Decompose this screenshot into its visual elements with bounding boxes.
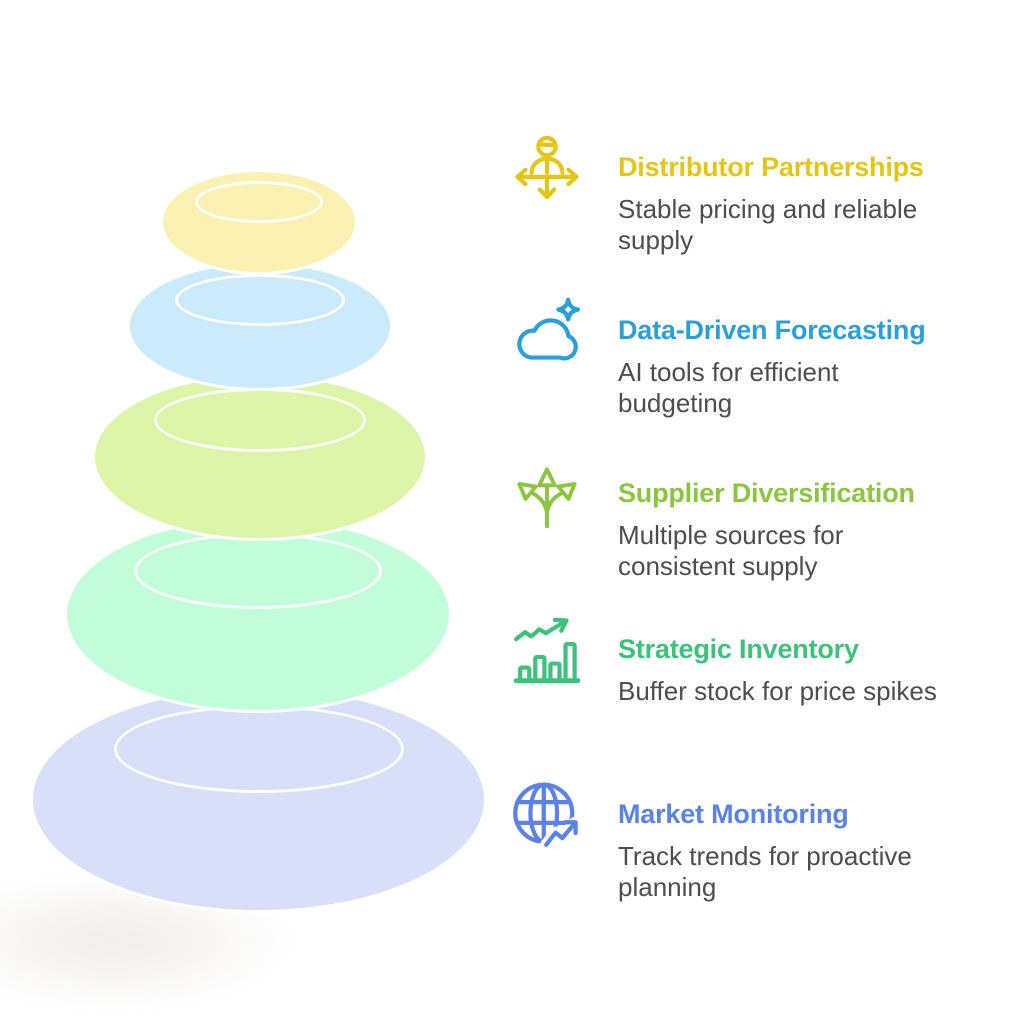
legend-text: Supplier Diversification Multiple source… [618, 456, 915, 582]
legend-item-strategic-inventory: Strategic Inventory Buffer stock for pri… [506, 612, 1018, 707]
legend-description: AI tools for efficient budgeting [618, 357, 839, 418]
stone-inner-ring [113, 705, 404, 793]
legend-title: Data-Driven Forecasting [618, 315, 926, 345]
legend-item-data-driven-forecasting: Data-Driven Forecasting AI tools for eff… [506, 293, 1018, 419]
legend-text: Distributor Partnerships Stable pricing … [618, 130, 924, 256]
stone-data-driven-forecasting [127, 261, 393, 391]
legend-description: Track trends for proactive planning [618, 841, 912, 902]
globe-trend-icon [506, 777, 588, 859]
legend-item-market-monitoring: Market Monitoring Track trends for proac… [506, 777, 1018, 903]
legend-text: Market Monitoring Track trends for proac… [618, 777, 912, 903]
stone-inner-ring [195, 181, 323, 223]
branching-arrows-icon [506, 456, 588, 538]
legend-title: Strategic Inventory [618, 634, 859, 664]
stone-market-monitoring [30, 686, 487, 913]
person-distribution-icon [506, 130, 588, 212]
pebble-stack [30, 169, 487, 913]
legend-item-supplier-diversification: Supplier Diversification Multiple source… [506, 456, 1018, 582]
stone-strategic-inventory [64, 516, 452, 713]
legend-item-distributor-partnerships: Distributor Partnerships Stable pricing … [506, 130, 1018, 256]
legend-description: Buffer stock for price spikes [618, 676, 937, 706]
legend-title: Market Monitoring [618, 799, 849, 829]
cloud-sparkle-icon [506, 293, 588, 375]
legend-title: Distributor Partnerships [618, 152, 924, 182]
stone-inner-ring [134, 533, 382, 609]
legend-title: Supplier Diversification [618, 478, 915, 508]
stone-distributor-partnerships [160, 169, 358, 275]
stone-inner-ring [154, 388, 366, 452]
stone-supplier-diversification [92, 373, 428, 541]
legend-text: Data-Driven Forecasting AI tools for eff… [618, 293, 926, 419]
legend-text: Strategic Inventory Buffer stock for pri… [618, 612, 937, 707]
bar-chart-growth-icon [506, 612, 588, 694]
legend-description: Stable pricing and reliable supply [618, 194, 918, 255]
legend-description: Multiple sources for consistent supply [618, 520, 844, 581]
stone-inner-ring [175, 274, 345, 326]
